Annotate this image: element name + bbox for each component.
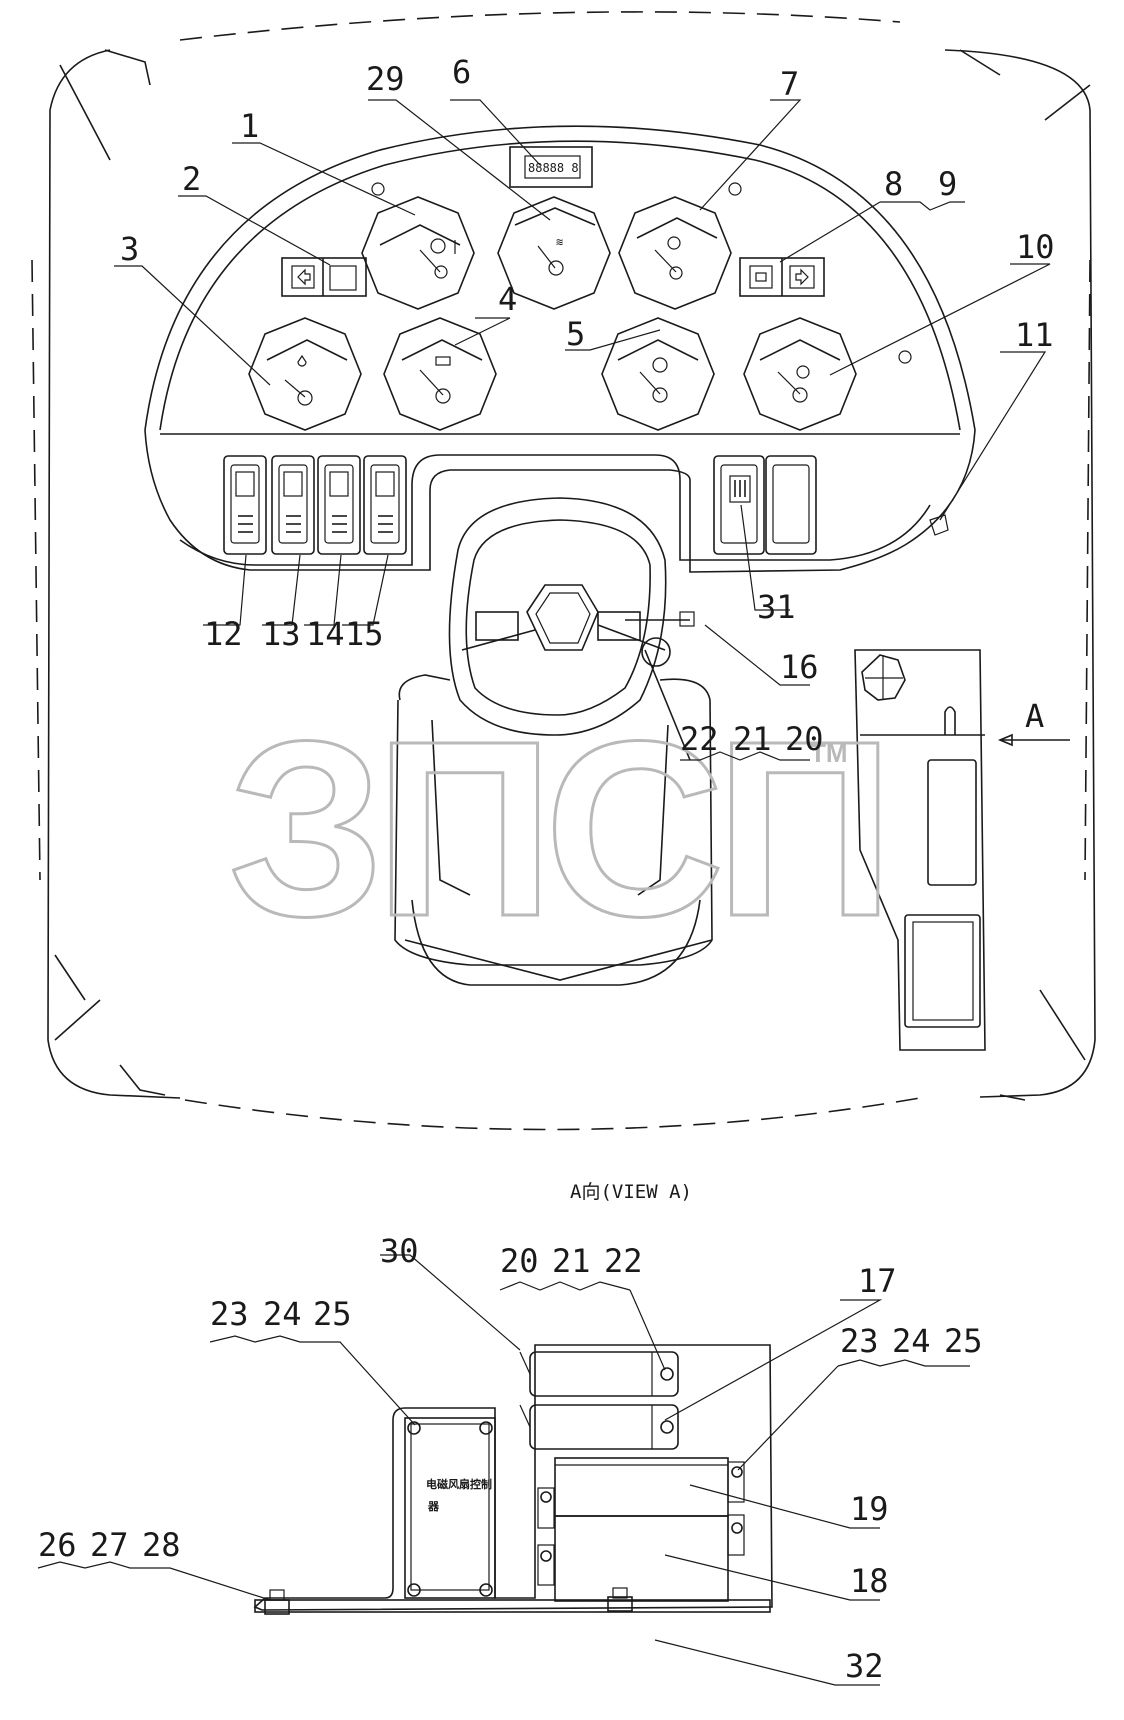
gauge-battery-voltage-icon bbox=[383, 317, 497, 431]
top-callout-leaders bbox=[114, 99, 1051, 761]
rocker-switch-15 bbox=[363, 455, 407, 555]
callout-3: 3 bbox=[120, 230, 139, 268]
callout-30: 30 bbox=[380, 1232, 419, 1270]
callout-7: 7 bbox=[780, 65, 799, 103]
callout-25b: 25 bbox=[944, 1322, 983, 1360]
hour-meter-display: 88888 8 bbox=[528, 161, 579, 175]
fan-controller-label-2: 器 bbox=[427, 1500, 440, 1513]
callout-23b: 23 bbox=[840, 1322, 879, 1360]
fan-controller-label-1: 电磁风扇控制 bbox=[426, 1477, 492, 1491]
watermark: ЗПСП TM bbox=[227, 688, 897, 970]
callout-21: 21 bbox=[733, 720, 772, 758]
callout-arrow-a: A bbox=[1025, 697, 1044, 735]
gauge-oil-pressure-icon bbox=[361, 196, 475, 310]
callout-8: 8 bbox=[884, 165, 903, 203]
callout-29: 29 bbox=[366, 60, 405, 98]
callout-9: 9 bbox=[938, 165, 957, 203]
callout-2: 2 bbox=[182, 160, 201, 198]
callout-32: 32 bbox=[845, 1647, 884, 1685]
callout-25a: 25 bbox=[313, 1295, 352, 1333]
callout-20: 20 bbox=[785, 720, 824, 758]
top-callouts: 1 2 3 4 5 6 7 8 9 10 11 12 13 14 15 16 2… bbox=[120, 53, 1055, 758]
view-a-callout-leaders bbox=[37, 1254, 970, 1686]
callout-22: 22 bbox=[680, 720, 719, 758]
callout-18: 18 bbox=[850, 1562, 889, 1600]
svg-text:≋: ≋ bbox=[556, 235, 563, 249]
callout-14: 14 bbox=[306, 615, 345, 653]
callout-28: 28 bbox=[142, 1526, 181, 1564]
callout-17: 17 bbox=[858, 1262, 897, 1300]
callout-10: 10 bbox=[1016, 228, 1055, 266]
callout-4: 4 bbox=[498, 280, 517, 318]
callout-1: 1 bbox=[240, 107, 259, 145]
view-a-assembly: 电磁风扇控制 器 bbox=[253, 1344, 773, 1615]
gauge-coolant-temp-icon: ≋ bbox=[497, 196, 611, 310]
callout-31: 31 bbox=[757, 588, 796, 626]
rocker-switch-14 bbox=[317, 455, 361, 555]
left-turn-indicator bbox=[281, 257, 367, 297]
steering-wheel bbox=[394, 497, 713, 986]
callout-12: 12 bbox=[204, 615, 243, 653]
blank-switch-slot bbox=[765, 455, 817, 555]
callout-15: 15 bbox=[345, 615, 384, 653]
gauge-brake-pressure-icon bbox=[618, 196, 732, 310]
callout-5: 5 bbox=[566, 315, 585, 353]
view-a-callouts: 30 20 21 22 17 23 24 25 23 24 25 19 18 2… bbox=[38, 1232, 983, 1685]
callout-16: 16 bbox=[780, 648, 819, 686]
rocker-switch-13 bbox=[271, 455, 315, 555]
callout-13: 13 bbox=[262, 615, 301, 653]
callout-23a: 23 bbox=[210, 1295, 249, 1333]
callout-24a: 24 bbox=[263, 1295, 302, 1333]
view-a-caption: A向(VIEW A) bbox=[570, 1181, 692, 1203]
gauge-hydraulic-temp-icon bbox=[743, 317, 857, 431]
callout-27: 27 bbox=[90, 1526, 129, 1564]
callout-a-22: 22 bbox=[604, 1242, 643, 1280]
callout-24b: 24 bbox=[892, 1322, 931, 1360]
mount-hole bbox=[371, 182, 385, 196]
rocker-switch-31 bbox=[713, 455, 765, 555]
watermark-tm: TM bbox=[810, 738, 848, 768]
gauge-fuel-level-icon bbox=[248, 317, 362, 431]
callout-26: 26 bbox=[38, 1526, 77, 1564]
rocker-switch-group bbox=[223, 455, 407, 555]
watermark-text: ЗПСП bbox=[228, 689, 885, 968]
cab-outline bbox=[31, 11, 1096, 1131]
callout-a-20: 20 bbox=[500, 1242, 539, 1280]
side-control-box bbox=[854, 649, 1070, 1051]
instrument-panel bbox=[144, 125, 976, 573]
callout-11: 11 bbox=[1015, 316, 1054, 354]
gauge-transmission-temp-icon bbox=[601, 317, 715, 431]
hour-meter: 88888 8 bbox=[509, 146, 593, 188]
callout-19: 19 bbox=[850, 1490, 889, 1528]
mount-hole bbox=[898, 350, 912, 364]
callout-6: 6 bbox=[452, 53, 471, 91]
callout-a-21: 21 bbox=[552, 1242, 591, 1280]
mount-hole bbox=[728, 182, 742, 196]
rocker-switch-12 bbox=[223, 455, 267, 555]
right-turn-indicator bbox=[739, 257, 825, 297]
